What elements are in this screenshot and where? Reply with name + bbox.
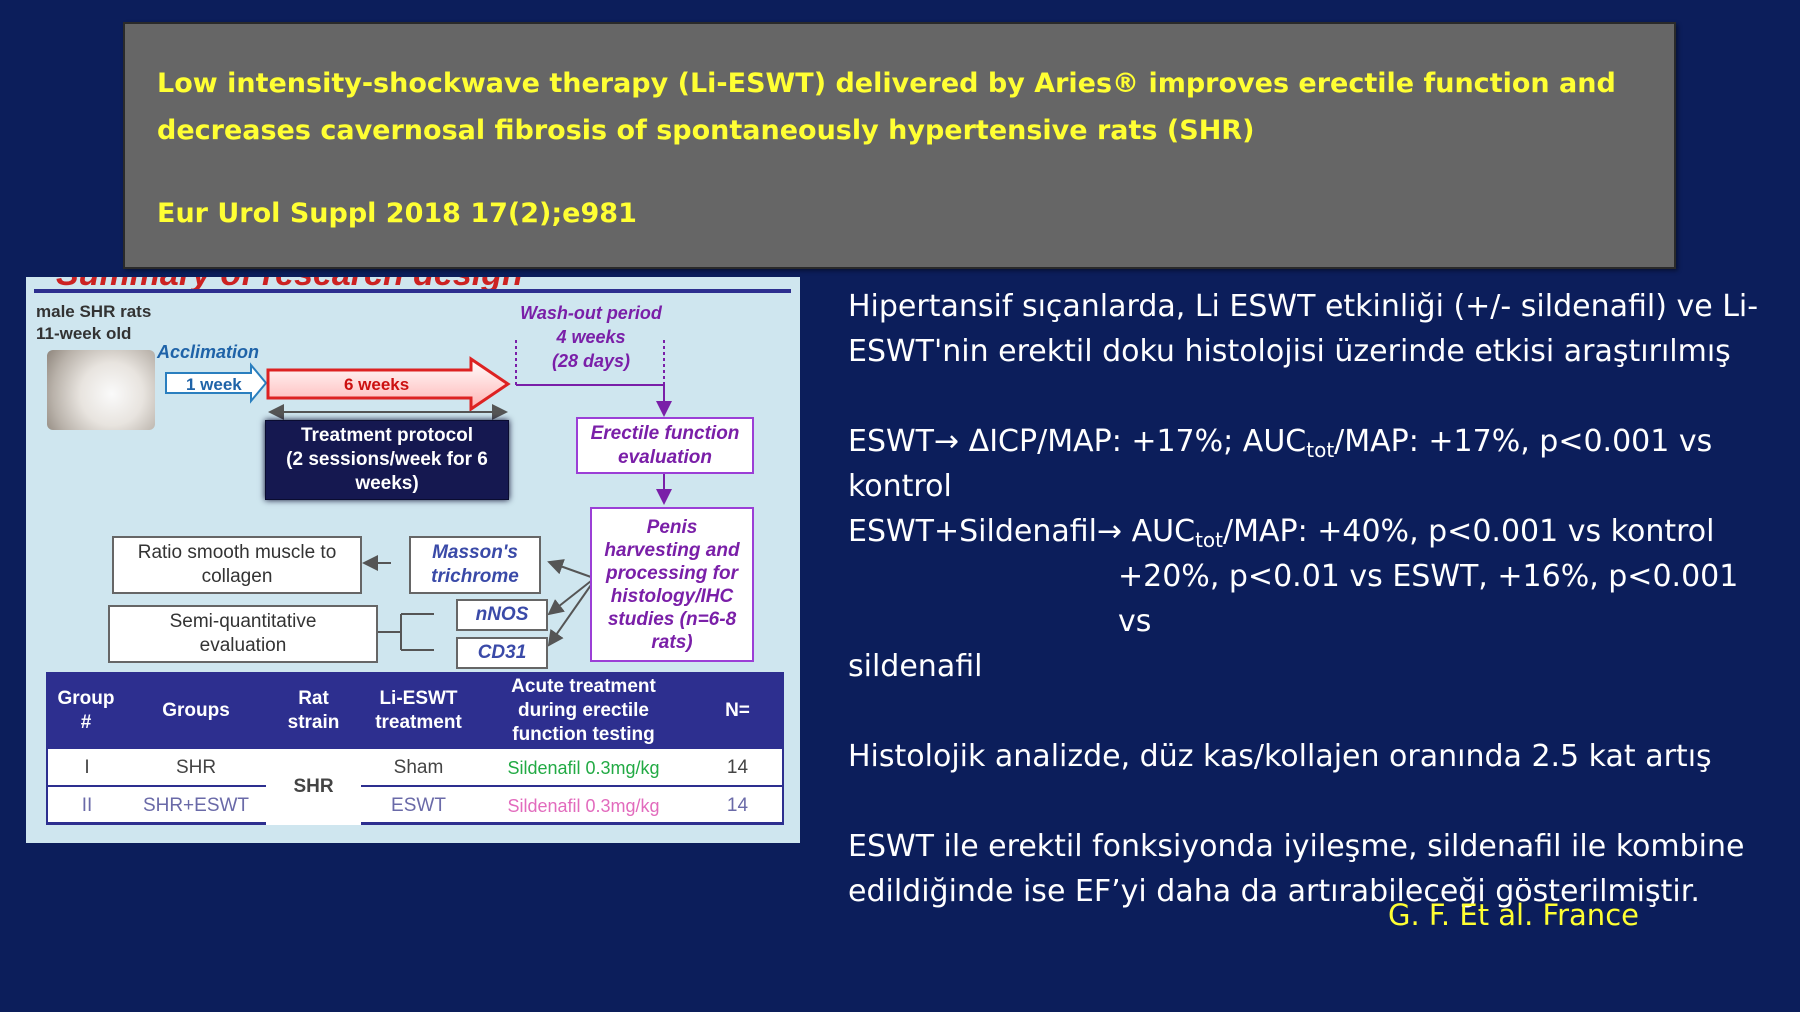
massons-box: Masson's trichrome: [409, 536, 541, 594]
title-panel: Low intensity-shockwave therapy (Li-ESWT…: [123, 22, 1676, 269]
eswt-result-b: /MAP: +17%, p<0.001 vs kontrol: [848, 424, 1713, 504]
author-credit: G. F. Et al. France: [1388, 898, 1639, 932]
th-acute: Acute treatment during erectile function…: [511, 675, 656, 745]
subscript-tot: tot: [1195, 528, 1223, 552]
semi-quant-box: Semi-quantitative evaluation: [108, 605, 378, 663]
slide-title: Low intensity-shockwave therapy (Li-ESWT…: [157, 68, 1616, 146]
eswt-term: ESWT: [848, 424, 934, 459]
subjects-label: male SHR rats 11-week old: [36, 302, 152, 343]
table-header: Group # Groups Rat strain Li-ESWT treatm…: [46, 672, 784, 749]
table-row: I SHR Sham Sildenafil 0.3mg/kg 14: [46, 749, 784, 787]
cell-treatment: Sham: [393, 757, 444, 778]
erectile-eval-box: Erectile function evaluation: [576, 417, 754, 474]
th-n: N=: [725, 699, 750, 721]
summary-combo-line: ESWT+Sildenafil→ AUCtot/MAP: +40%, p<0.0…: [848, 509, 1768, 554]
summary-p3: Histolojik analizde, düz kas/kollajen or…: [848, 739, 1712, 774]
combo-result-a: AUC: [1122, 514, 1196, 549]
cell-groups: SHR+ESWT: [142, 795, 250, 816]
th-group: Group #: [57, 687, 115, 733]
eswt-result-a: ΔICP/MAP: +17%; AUC: [959, 424, 1307, 459]
table-row: II SHR+ESWT ESWT Sildenafil 0.3mg/kg 14: [46, 787, 784, 825]
cell-treatment: ESWT: [391, 795, 446, 816]
arrow-icon: →: [934, 424, 960, 459]
summary-eswt-line: ESWT→ ΔICP/MAP: +17%; AUCtot/MAP: +17%, …: [848, 419, 1768, 509]
acclimation-label: Acclimation: [157, 342, 260, 362]
summary-combo-cont: +20%, p<0.01 vs ESWT, +16%, p<0.001 vs: [1118, 559, 1739, 639]
treatment-protocol-box: Treatment protocol (2 sessions/week for …: [265, 420, 509, 500]
cd31-box: CD31: [456, 637, 548, 669]
citation: Eur Urol Suppl 2018 17(2);e981: [157, 198, 637, 229]
th-groups: Groups: [162, 699, 230, 721]
week6-label: 6 weeks: [344, 375, 410, 394]
cell-acute: Sildenafil 0.3mg/kg: [507, 795, 660, 816]
th-strain: Rat strain: [287, 687, 340, 733]
arrow-icon: →: [1096, 514, 1123, 549]
summary-p1: Hipertansif sıçanlarda, Li ESWT etkinliğ…: [848, 289, 1759, 369]
washout-label: Wash-out period 4 weeks (28 days): [520, 303, 662, 371]
research-design-figure: Summary of research design male SHR rats…: [26, 277, 800, 843]
summary-p4: ESWT ile erektil fonksiyonda iyileşme, s…: [848, 829, 1745, 909]
th-treatment: Li-ESWT treatment: [375, 687, 462, 733]
cell-group: I: [84, 757, 90, 778]
cell-n: 14: [726, 757, 749, 778]
penis-harvest-box: Penis harvesting and processing for hist…: [590, 507, 754, 662]
cell-groups: SHR: [175, 757, 217, 778]
cell-n: 14: [726, 795, 749, 816]
ratio-box: Ratio smooth muscle to collagen: [112, 536, 362, 594]
nnos-box: nNOS: [456, 599, 548, 631]
combo-result-b: /MAP: +40%, p<0.001 vs kontrol: [1223, 514, 1715, 549]
week1-label: 1 week: [186, 375, 242, 394]
summary-text: Hipertansif sıçanlarda, Li ESWT etkinliğ…: [848, 284, 1768, 914]
summary-combo-end: sildenafil: [848, 649, 983, 684]
cell-strain: SHR: [266, 749, 361, 825]
rat-photo: [47, 350, 155, 430]
cell-acute: Sildenafil 0.3mg/kg: [507, 757, 660, 778]
groups-table: Group # Groups Rat strain Li-ESWT treatm…: [46, 672, 784, 825]
subscript-tot: tot: [1306, 438, 1335, 462]
combo-term: ESWT+Sildenafil: [848, 514, 1097, 549]
cell-group: II: [81, 795, 93, 816]
